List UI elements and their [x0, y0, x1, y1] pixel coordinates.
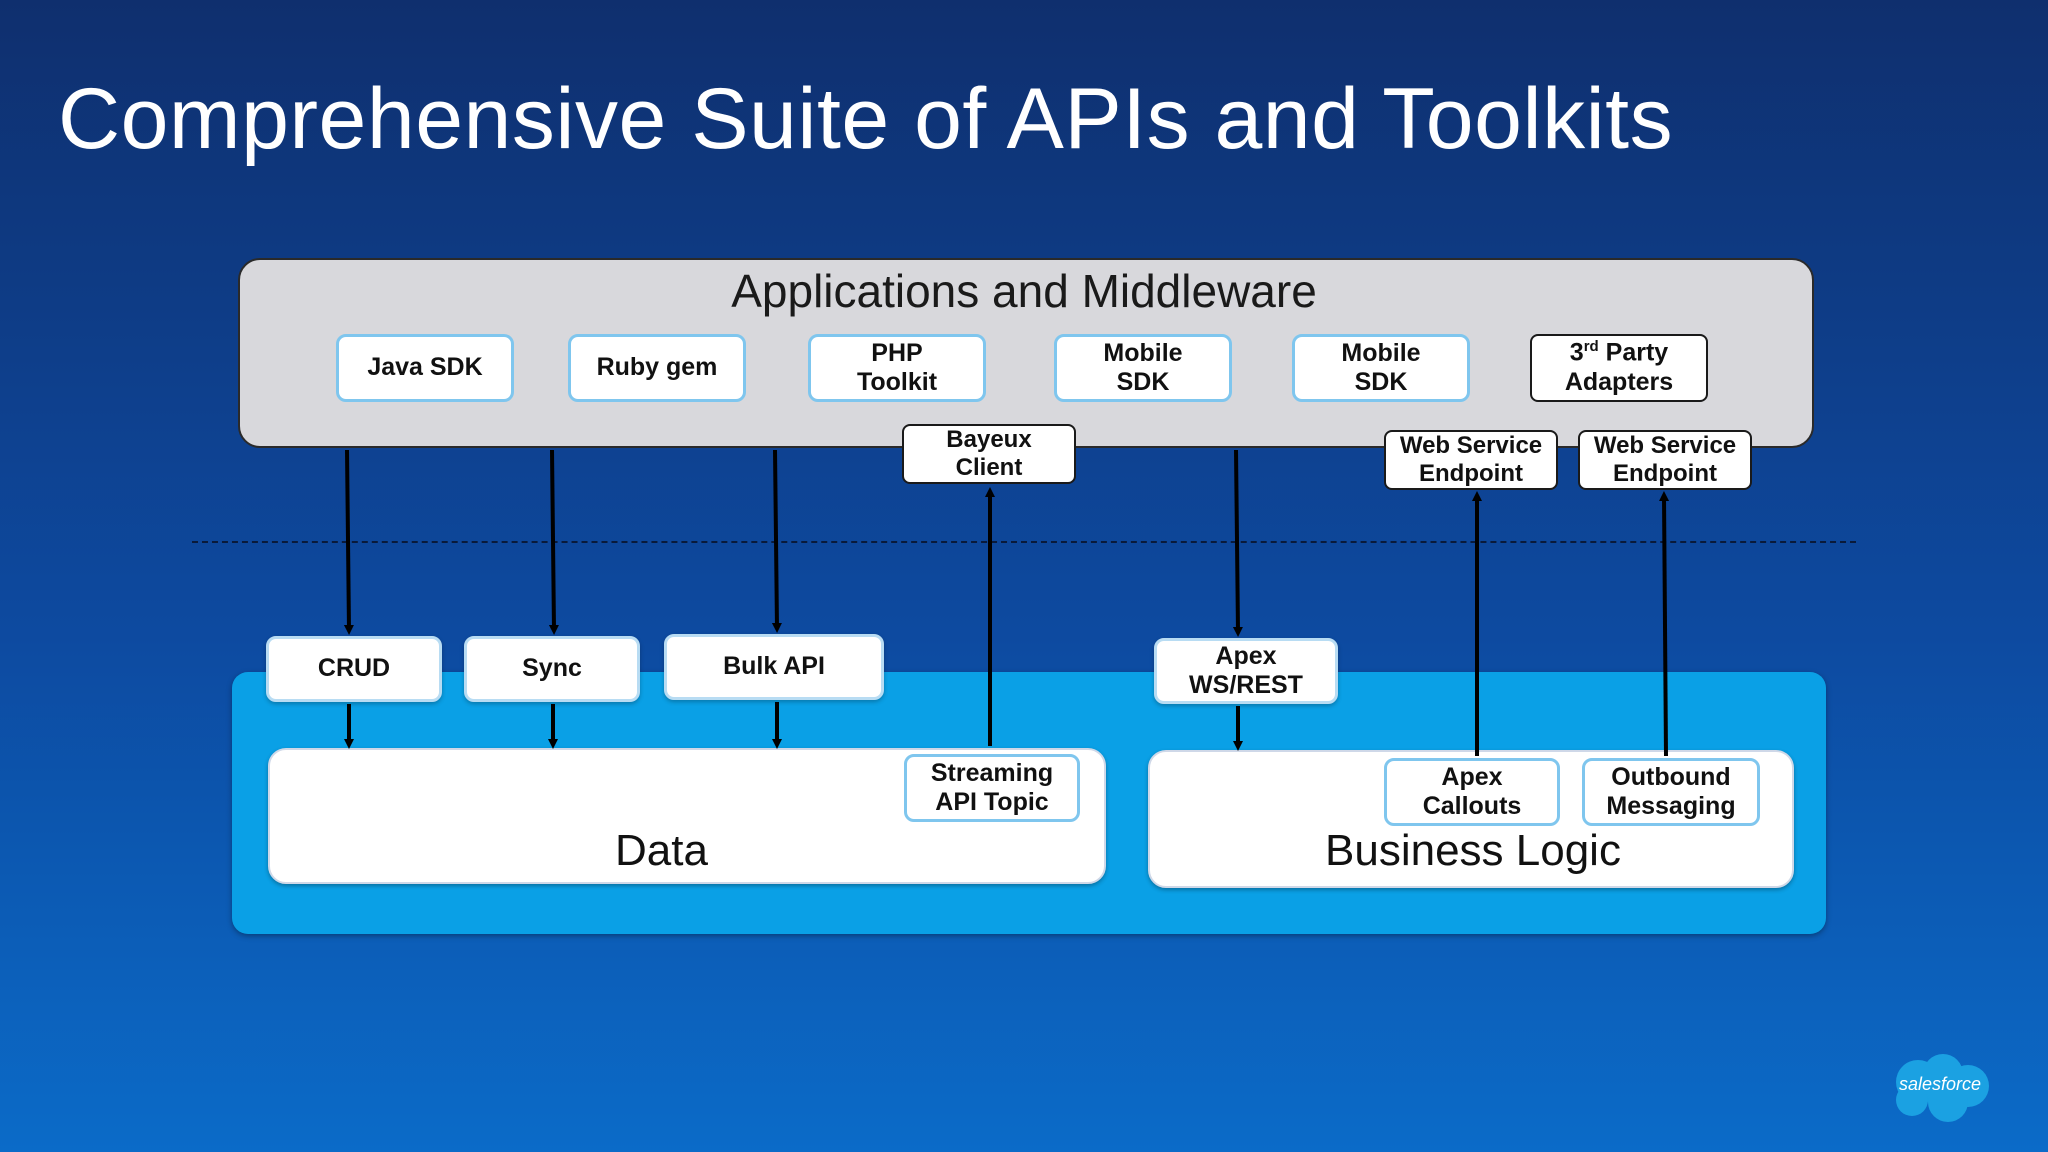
mobile-sdk-box-2: Mobile SDK [1292, 334, 1470, 402]
business-logic-label: Business Logic [1325, 826, 1621, 875]
arrow-java-to-crud [343, 449, 354, 635]
sync-box: Sync [464, 636, 640, 702]
web-service-endpoint-box-2: Web Service Endpoint [1578, 430, 1752, 490]
third-party-ordinal: rd [1583, 338, 1599, 356]
apex-ws-rest-box: Apex WS/REST [1154, 638, 1338, 704]
third-party-adapters-line: Adapters [1564, 368, 1674, 397]
arrow-ruby-to-sync [548, 449, 559, 635]
arrow-outbound-to-endpoint [1659, 491, 1670, 757]
salesforce-cloud-icon [1896, 1054, 1989, 1122]
arrow-mobile-to-apex-rest [1232, 449, 1243, 637]
applications-middleware-label: Applications and Middleware [731, 265, 1317, 317]
crud-box: CRUD [266, 636, 442, 702]
arrow-php-to-bulk [771, 449, 782, 633]
boundary-dashed-line [192, 541, 1856, 543]
php-toolkit-box: PHP Toolkit [808, 334, 986, 402]
third-party-number: 3 [1569, 338, 1584, 367]
third-party-adapters-box: 3rd Party Adapters [1530, 334, 1708, 402]
page-title: Comprehensive Suite of APIs and Toolkits [58, 71, 1674, 167]
streaming-api-topic-box: Streaming API Topic [904, 754, 1080, 822]
data-label: Data [615, 826, 708, 875]
web-service-endpoint-box: Web Service Endpoint [1384, 430, 1558, 490]
bayeux-client-box: Bayeux Client [902, 424, 1076, 484]
outbound-messaging-box: Outbound Messaging [1582, 758, 1760, 826]
java-sdk-box: Java SDK [336, 334, 514, 402]
salesforce-logo-text: salesforce [1898, 1074, 1982, 1094]
mobile-sdk-box: Mobile SDK [1054, 334, 1232, 402]
bulk-api-box: Bulk API [664, 634, 884, 700]
ruby-gem-box: Ruby gem [568, 334, 746, 402]
third-party-word: Party [1598, 338, 1669, 367]
apex-callouts-box: Apex Callouts [1384, 758, 1560, 826]
